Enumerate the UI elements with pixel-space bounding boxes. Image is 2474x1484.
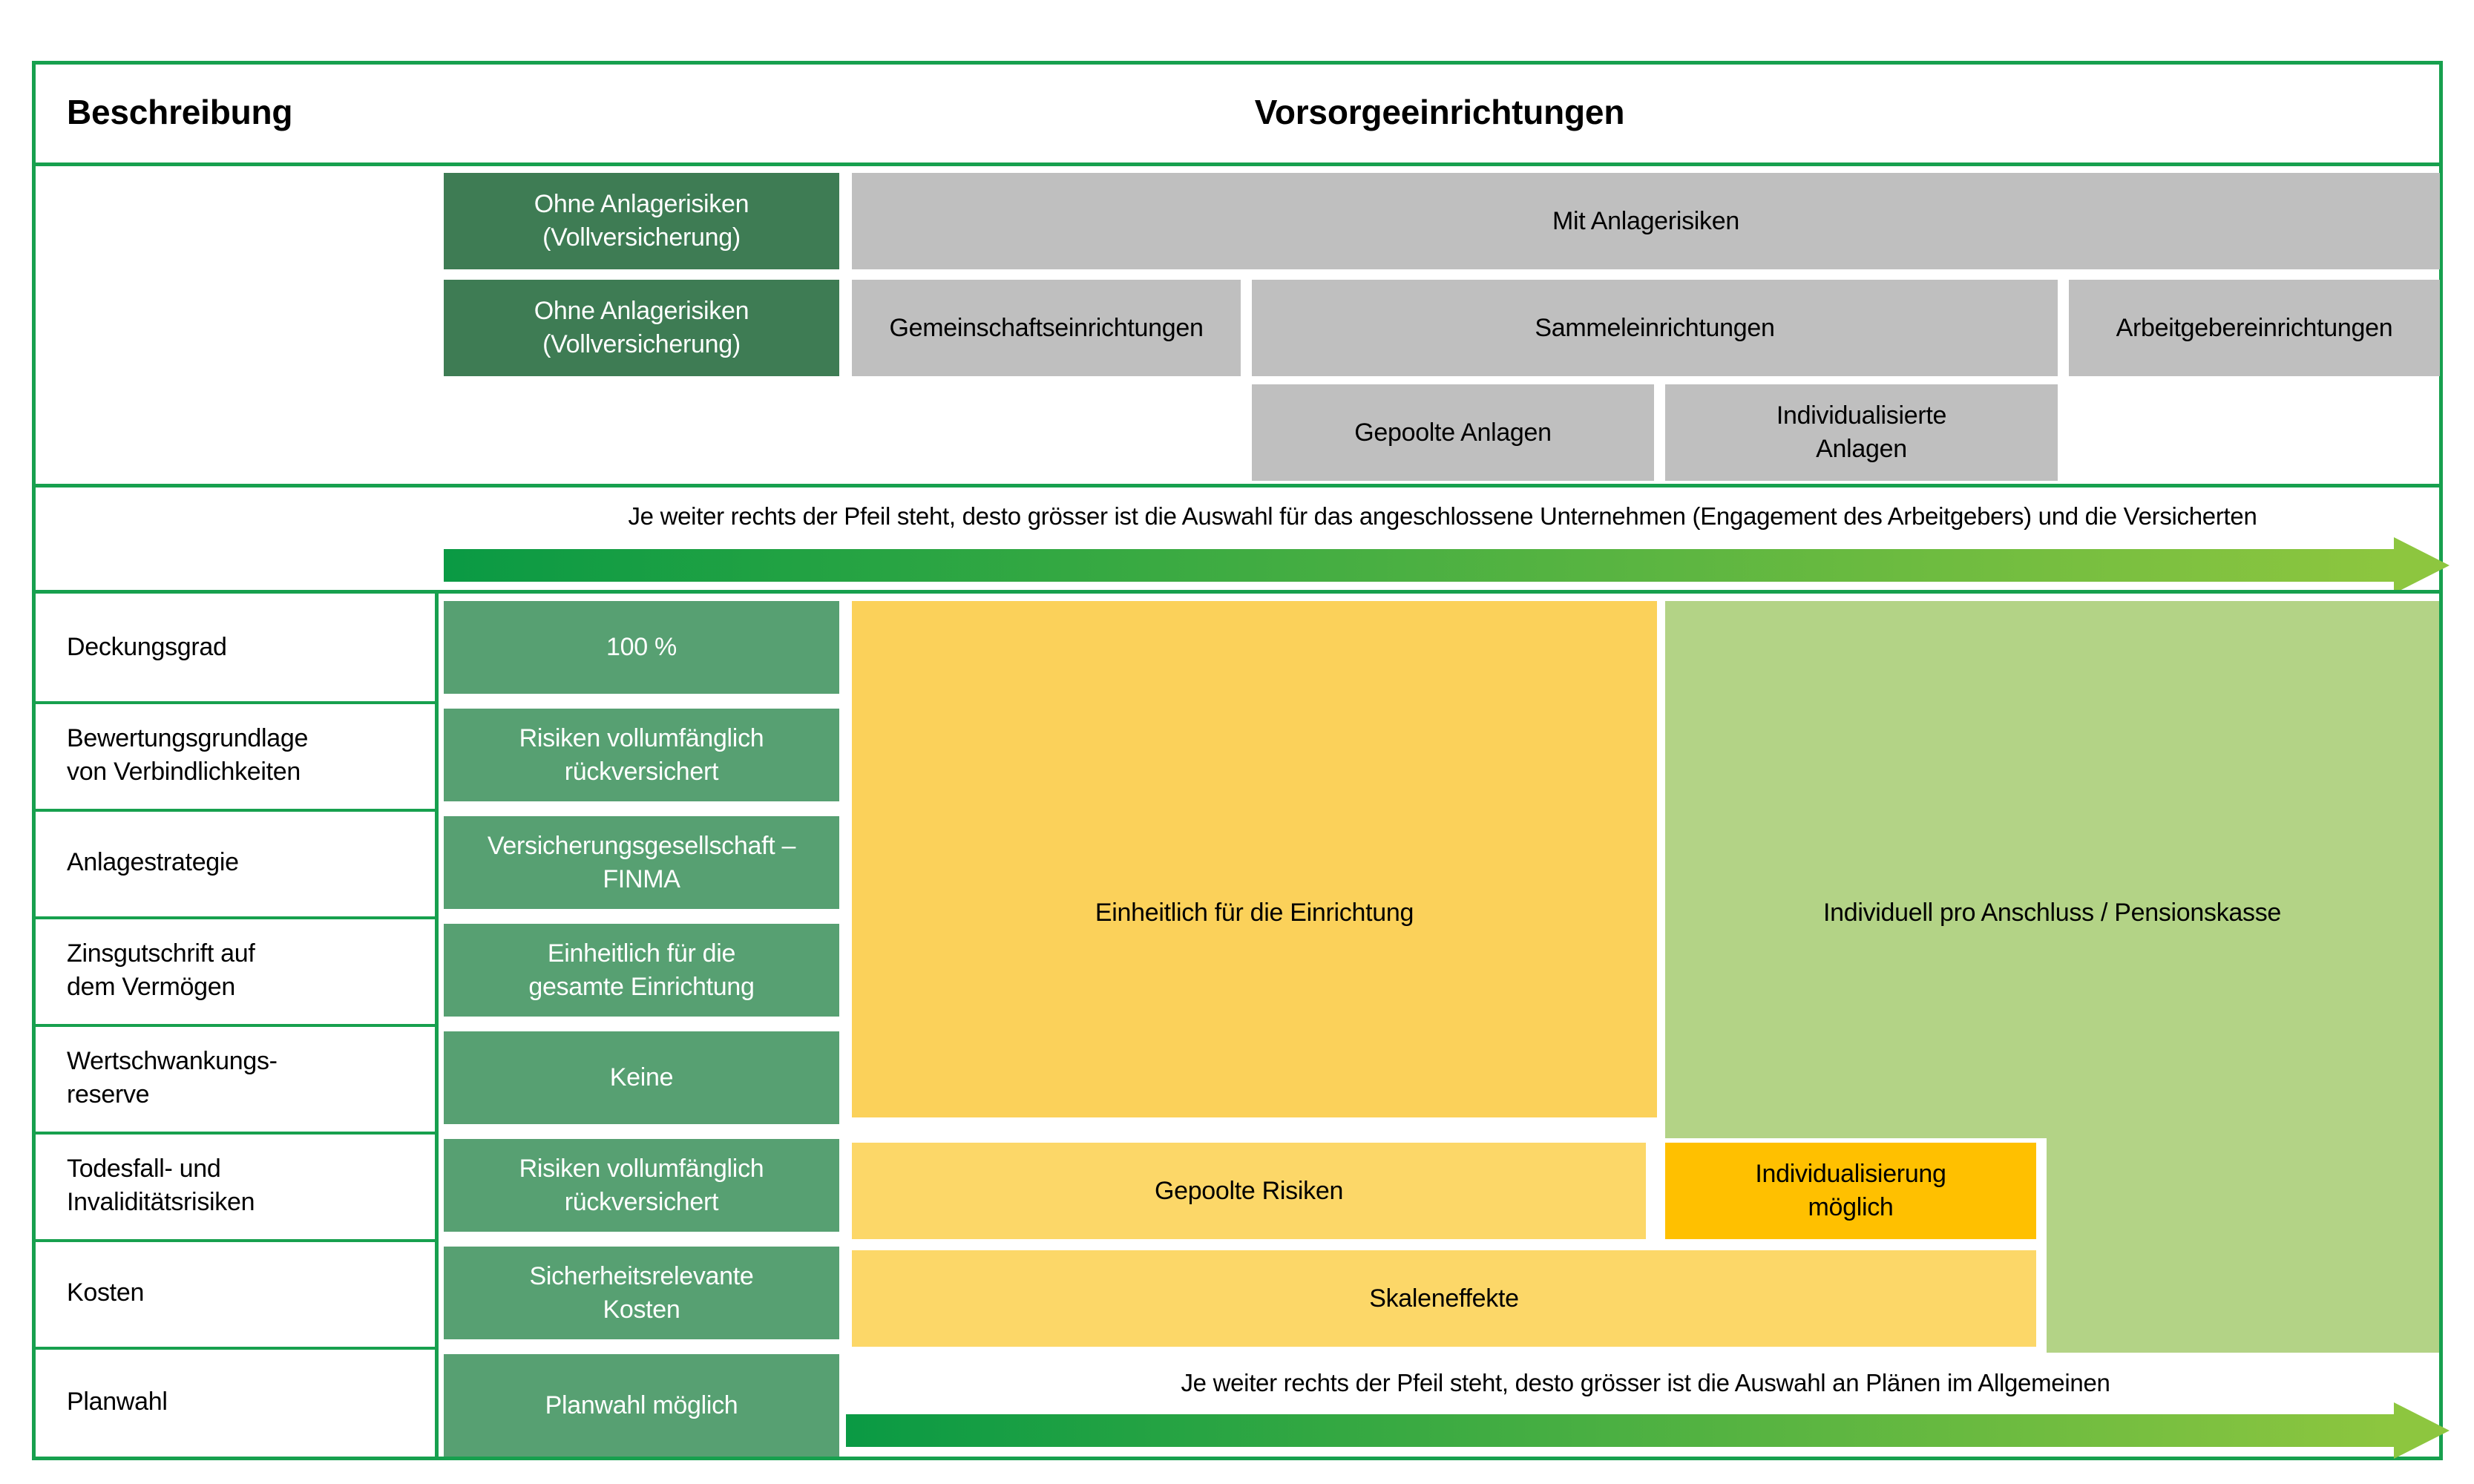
- row-label-anlagestrategie: Anlagestrategie: [67, 848, 239, 877]
- row-value-zinsgutschrift: Einheitlich für die gesamte Einrichtung: [444, 924, 839, 1017]
- label-column-divider: [435, 590, 439, 1457]
- row-value-bewertungsgrundlage: Risiken vollumfänglich rückversichert: [444, 709, 839, 801]
- band-ohne-anlagerisiken-row2: Ohne Anlagerisiken (Vollversicherung): [444, 280, 839, 376]
- block-individualisierung: Individualisierung möglich: [1665, 1143, 2036, 1239]
- block-gepoolte-risiken: Gepoolte Risiken: [852, 1143, 1646, 1239]
- block-skaleneffekte: Skaleneffekte: [852, 1250, 2036, 1347]
- band-sammeleinrichtungen: Sammeleinrichtungen: [1252, 280, 2058, 376]
- table-outer-border: [32, 61, 2443, 1460]
- row-value-todesfall: Risiken vollumfänglich rückversichert: [444, 1139, 839, 1232]
- row-divider: [32, 1132, 439, 1135]
- row-label-deckungsgrad: Deckungsgrad: [67, 633, 227, 662]
- arrow-top-caption: Je weiter rechts der Pfeil steht, desto …: [628, 502, 2257, 530]
- block-individualisierung-wrapper: Individualisierung möglich: [1665, 1138, 2047, 1247]
- band-gemeinschaftseinrichtungen: Gemeinschaftseinrichtungen: [852, 280, 1241, 376]
- row-divider: [32, 809, 439, 812]
- table-section-divider: [32, 590, 2443, 594]
- row-value-deckungsgrad: 100 %: [444, 601, 839, 694]
- row-divider: [32, 1024, 439, 1027]
- band-individualisierte-anlagen: Individualisierte Anlagen: [1665, 384, 2058, 481]
- block-einheitlich-caption: Einheitlich für die Einrichtung: [1095, 898, 1414, 927]
- arrow-top-head-icon: [2394, 537, 2450, 594]
- block-skaleneffekte-wrapper: Skaleneffekte: [852, 1246, 2047, 1353]
- band-ohne-anlagerisiken-row1: Ohne Anlagerisiken (Vollversicherung): [444, 173, 839, 269]
- row-label-kosten: Kosten: [67, 1278, 145, 1307]
- row-label-wertschwankungsreserve: Wertschwankungs- reserve: [67, 1046, 278, 1109]
- arrow-bottom-head-icon: [2394, 1402, 2450, 1459]
- title-divider: [32, 162, 2443, 166]
- row-label-bewertungsgrundlage: Bewertungsgrundlage von Verbindlichkeite…: [67, 723, 309, 786]
- block-einheitlich: [852, 601, 1657, 1117]
- row-divider: [32, 1239, 439, 1242]
- arrow-top-shaft: [444, 549, 2394, 582]
- row-label-zinsgutschrift: Zinsgutschrift auf dem Vermögen: [67, 939, 255, 1001]
- band-arbeitgebereinrichtungen: Arbeitgebereinrichtungen: [2069, 280, 2440, 376]
- arrow-bottom-caption: Je weiter rechts der Pfeil steht, desto …: [1181, 1368, 2110, 1396]
- row-label-planwahl: Planwahl: [67, 1387, 168, 1416]
- row-divider: [32, 701, 439, 704]
- row-value-anlagestrategie: Versicherungsgesellschaft – FINMA: [444, 816, 839, 909]
- row-divider: [32, 916, 439, 919]
- band-section-divider: [32, 484, 2443, 487]
- row-value-wertschwankungsreserve: Keine: [444, 1031, 839, 1124]
- band-mit-anlagerisiken: Mit Anlagerisiken: [852, 173, 2440, 269]
- block-individuell-caption: Individuell pro Anschluss / Pensionskass…: [1822, 898, 2282, 927]
- band-gepoolte-anlagen: Gepoolte Anlagen: [1252, 384, 1654, 481]
- row-divider: [32, 1347, 439, 1350]
- column-title-beschreibung: Beschreibung: [67, 92, 293, 131]
- row-value-planwahl: Planwahl möglich: [444, 1354, 839, 1457]
- column-title-vorsorgeeinrichtungen: Vorsorgeeinrichtungen: [1254, 92, 1625, 131]
- row-label-todesfall: Todesfall- und Invaliditätsrisiken: [67, 1154, 255, 1216]
- row-value-kosten: Sicherheitsrelevante Kosten: [444, 1247, 839, 1339]
- arrow-bottom-shaft: [846, 1414, 2394, 1447]
